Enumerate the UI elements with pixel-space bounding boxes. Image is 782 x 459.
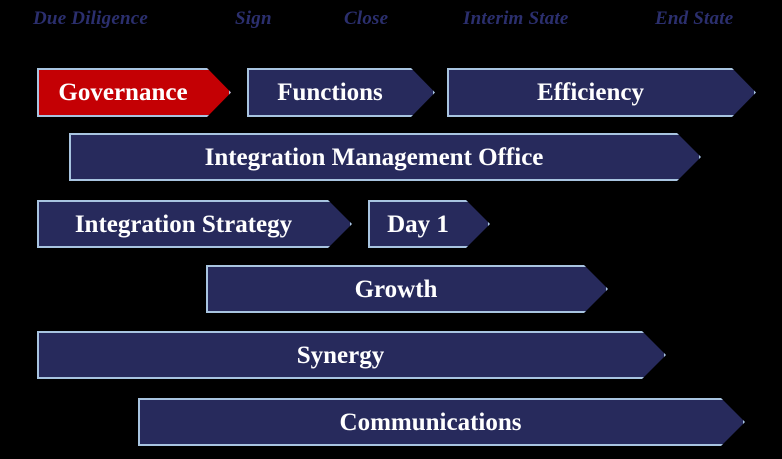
workstream-efficiency-label: Efficiency	[537, 79, 644, 106]
workstream-governance-label: Governance	[58, 79, 188, 106]
workstream-growth[interactable]: Growth	[206, 265, 608, 313]
workstream-communications-label: Communications	[339, 408, 522, 436]
phase-label-close: Close	[344, 8, 389, 29]
workstream-functions-label: Functions	[277, 79, 383, 106]
workstream-growth-label: Growth	[354, 275, 438, 303]
workstream-efficiency[interactable]: Efficiency	[447, 68, 756, 117]
workstream-synergy-label: Synergy	[296, 341, 385, 369]
workstream-synergy[interactable]: Synergy	[37, 331, 666, 379]
workstream-day-1[interactable]: Day 1	[368, 200, 490, 248]
workstream-communications[interactable]: Communications	[138, 398, 745, 446]
workstream-governance[interactable]: Governance	[37, 68, 231, 117]
workstream-integration-management-office-label: Integration Management Office	[204, 143, 544, 171]
workstream-day-1-label: Day 1	[387, 210, 449, 238]
workstream-integration-management-office[interactable]: Integration Management Office	[69, 133, 701, 181]
phase-label-sign: Sign	[235, 8, 272, 29]
workstream-integration-strategy[interactable]: Integration Strategy	[37, 200, 352, 248]
phase-label-interim-state: Interim State	[463, 8, 569, 29]
phase-label-due-diligence: Due Diligence	[33, 8, 148, 29]
workstream-integration-strategy-label: Integration Strategy	[74, 210, 293, 238]
workstream-functions[interactable]: Functions	[247, 68, 435, 117]
phase-label-end-state: End State	[655, 8, 734, 29]
